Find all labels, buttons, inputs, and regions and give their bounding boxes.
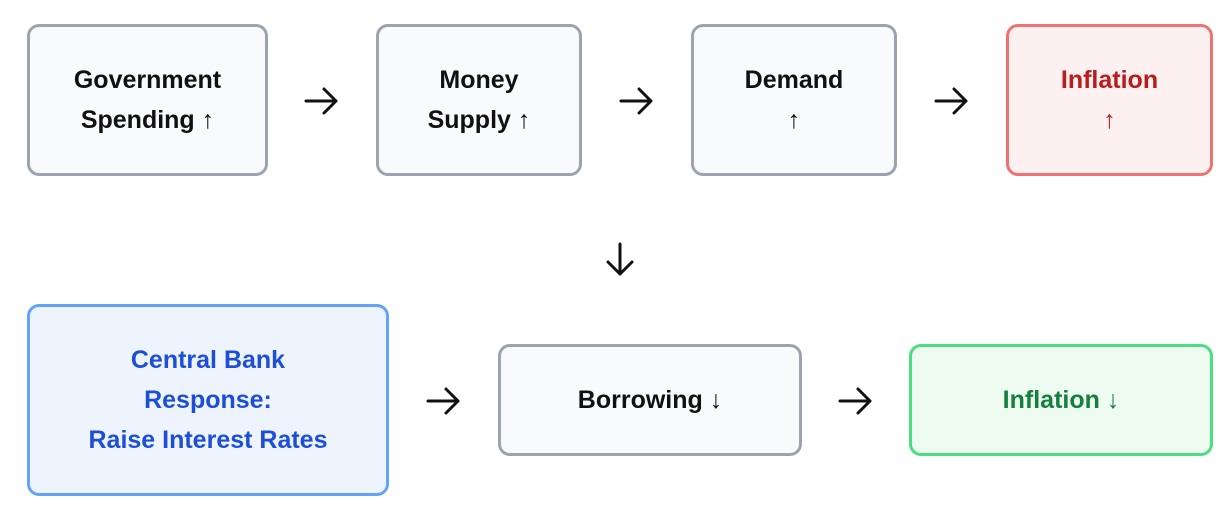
arrow-right-icon xyxy=(932,81,972,121)
government-spending-node: Government Spending ↑ xyxy=(27,24,268,176)
arrow-right-icon xyxy=(836,381,876,421)
demand-node: Demand ↑ xyxy=(691,24,897,176)
arrow-right-icon xyxy=(424,381,464,421)
central-bank-response-node: Central Bank Response: Raise Interest Ra… xyxy=(27,304,389,496)
arrow-right-icon xyxy=(302,81,342,121)
arrow-right-icon xyxy=(617,81,657,121)
inflation-up-node: Inflation ↑ xyxy=(1006,24,1213,176)
inflation-down-node: Inflation ↓ xyxy=(909,344,1213,456)
borrowing-down-node: Borrowing ↓ xyxy=(498,344,802,456)
arrow-down-icon xyxy=(600,240,640,280)
money-supply-node: Money Supply ↑ xyxy=(376,24,582,176)
